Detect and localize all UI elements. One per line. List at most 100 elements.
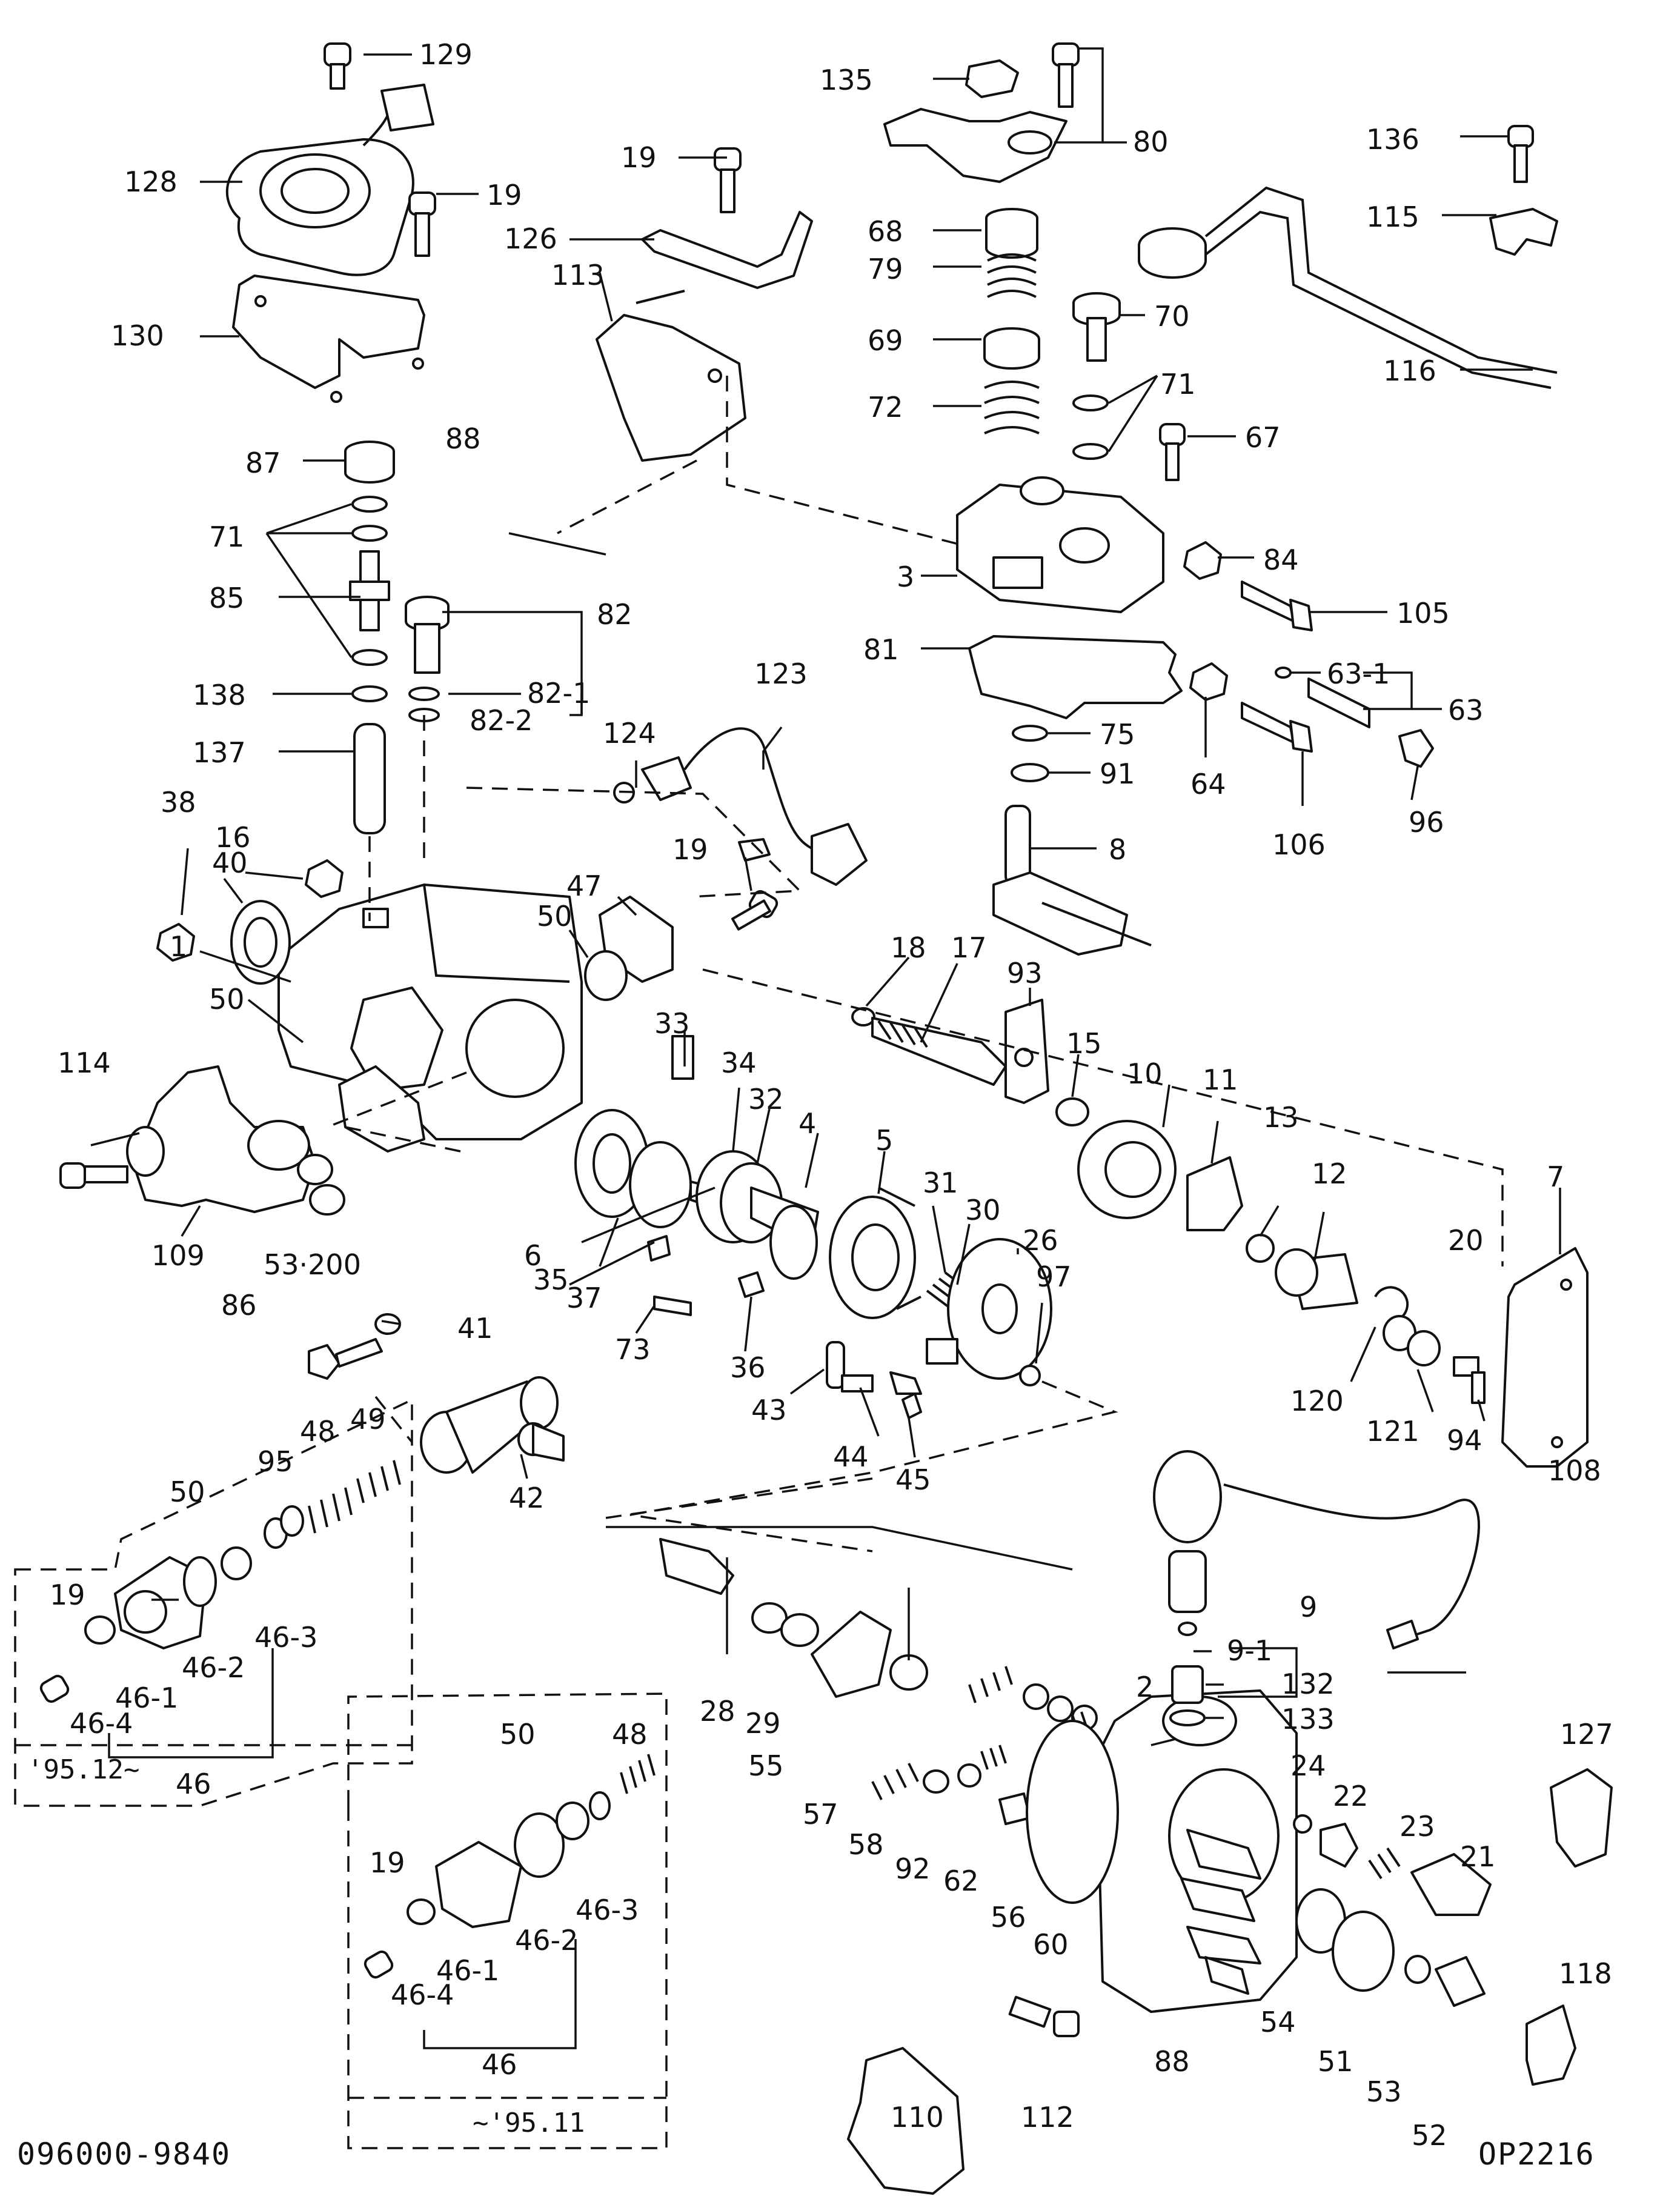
callout-46-1: 46-1 <box>115 1682 178 1714</box>
callout-138: 138 <box>193 679 246 711</box>
callout-132: 132 <box>1281 1668 1335 1700</box>
sensor-assembly-drawing <box>225 42 434 403</box>
callout-4: 4 <box>798 1107 816 1140</box>
callout-55: 55 <box>748 1749 784 1782</box>
callout-94: 94 <box>1447 1424 1482 1457</box>
callout-120: 120 <box>1290 1385 1344 1417</box>
callout-9: 9 <box>1300 1591 1317 1623</box>
callout-84: 84 <box>1263 544 1299 576</box>
callout-40: 40 <box>212 847 248 879</box>
callout-23: 23 <box>1399 1810 1435 1843</box>
callout-79: 79 <box>868 253 903 285</box>
callout-137: 137 <box>193 736 246 769</box>
callout-46-4: 46-4 <box>391 1978 454 2011</box>
callout-46-4: 46-4 <box>70 1707 133 1740</box>
callout-8: 8 <box>1109 833 1126 866</box>
callout-113: 113 <box>551 259 605 291</box>
callout-96: 96 <box>1409 806 1444 839</box>
callout-38: 38 <box>161 786 196 819</box>
callout-64: 64 <box>1190 768 1226 800</box>
callout-86: 86 <box>221 1289 257 1322</box>
callout-71: 71 <box>209 521 245 553</box>
callout-47: 47 <box>566 870 602 902</box>
callout-72: 72 <box>868 391 903 424</box>
callout-112: 112 <box>1021 2101 1074 2134</box>
callout-22: 22 <box>1333 1780 1369 1812</box>
distributor-head-drawing <box>1095 1450 1613 2086</box>
callout-19: 19 <box>370 1846 405 1879</box>
pump-housing-drawing <box>277 883 583 1153</box>
cam-drive-drawing <box>574 1035 819 1316</box>
callout-36: 36 <box>730 1351 766 1384</box>
callout-75: 75 <box>1100 718 1135 751</box>
cover-plate-drawing <box>584 890 779 1001</box>
callout-118: 118 <box>1559 1957 1612 1990</box>
callout-128: 128 <box>124 165 178 198</box>
callout-82-2: 82-2 <box>470 704 533 737</box>
callout-49: 49 <box>350 1403 386 1436</box>
callout-13: 13 <box>1263 1101 1299 1134</box>
callout-114: 114 <box>58 1046 111 1079</box>
cam-disk-drawing <box>829 1186 1052 1386</box>
callout-97: 97 <box>1036 1260 1072 1293</box>
callout-127: 127 <box>1560 1718 1613 1751</box>
callout-63-1: 63-1 <box>1327 657 1390 690</box>
callout-46-1: 46-1 <box>436 1954 499 1987</box>
callout-7: 7 <box>1547 1160 1564 1193</box>
callout-85: 85 <box>209 582 245 614</box>
callout-24: 24 <box>1290 1749 1326 1782</box>
callout-2: 2 <box>1136 1671 1154 1703</box>
callout-19: 19 <box>621 141 657 174</box>
callout-45: 45 <box>895 1463 931 1496</box>
callout-1: 1 <box>170 930 187 963</box>
callout-88: 88 <box>1154 2045 1190 2078</box>
callout-115: 115 <box>1366 201 1419 233</box>
callout-91: 91 <box>1100 757 1135 790</box>
callout-26: 26 <box>1023 1224 1058 1257</box>
delivery-valve-parts-drawing <box>659 1538 1119 1904</box>
callout-133: 133 <box>1281 1703 1335 1735</box>
callout-54: 54 <box>1260 2006 1296 2038</box>
feed-pump-drawing <box>1055 1097 1486 1404</box>
governor-housing-drawing <box>956 476 1434 956</box>
range-note-old: ~'95.11 <box>473 2108 585 2138</box>
pin-drawings <box>826 1341 922 1419</box>
callout-31: 31 <box>923 1166 958 1199</box>
callout-69: 69 <box>868 324 903 357</box>
callout-5: 5 <box>875 1124 893 1157</box>
callout-35: 35 <box>533 1263 569 1296</box>
callout-129: 129 <box>419 38 473 71</box>
callout-68: 68 <box>868 215 903 248</box>
callout-57: 57 <box>803 1798 838 1831</box>
callout-126: 126 <box>504 222 557 255</box>
callout-46: 46 <box>176 1768 211 1800</box>
callout-60: 60 <box>1033 1928 1069 1961</box>
callout-106: 106 <box>1272 828 1326 861</box>
callout-50: 50 <box>500 1718 536 1751</box>
part-number: 096000-9840 <box>17 2137 231 2172</box>
callout-33: 33 <box>654 1007 690 1040</box>
callout-82-1: 82-1 <box>527 677 590 710</box>
callout-82: 82 <box>597 598 632 631</box>
callout-70: 70 <box>1154 300 1190 333</box>
callout-10: 10 <box>1127 1057 1163 1090</box>
callout-50: 50 <box>170 1476 205 1508</box>
callout-48: 48 <box>300 1415 336 1448</box>
callout-53: 53 <box>1366 2075 1402 2108</box>
callout-81: 81 <box>863 633 899 666</box>
callout-46-3: 46-3 <box>576 1894 639 1926</box>
governor-spring-stack-drawing <box>883 59 1186 481</box>
callout-93: 93 <box>1007 957 1043 990</box>
alignment-lines <box>327 376 1504 1552</box>
part-shapes <box>39 42 1613 2195</box>
callout-6: 6 <box>524 1239 542 1272</box>
callout-67: 67 <box>1245 421 1281 454</box>
callout-46-2: 46-2 <box>515 1924 578 1957</box>
drawing-code: OP2216 <box>1478 2137 1595 2172</box>
range-note-new: '95.12~ <box>27 1754 139 1785</box>
wire-harness-drawing <box>613 727 868 886</box>
callout-20: 20 <box>1448 1224 1484 1257</box>
callout-46-3: 46-3 <box>254 1621 317 1654</box>
callout-87: 87 <box>245 447 281 479</box>
